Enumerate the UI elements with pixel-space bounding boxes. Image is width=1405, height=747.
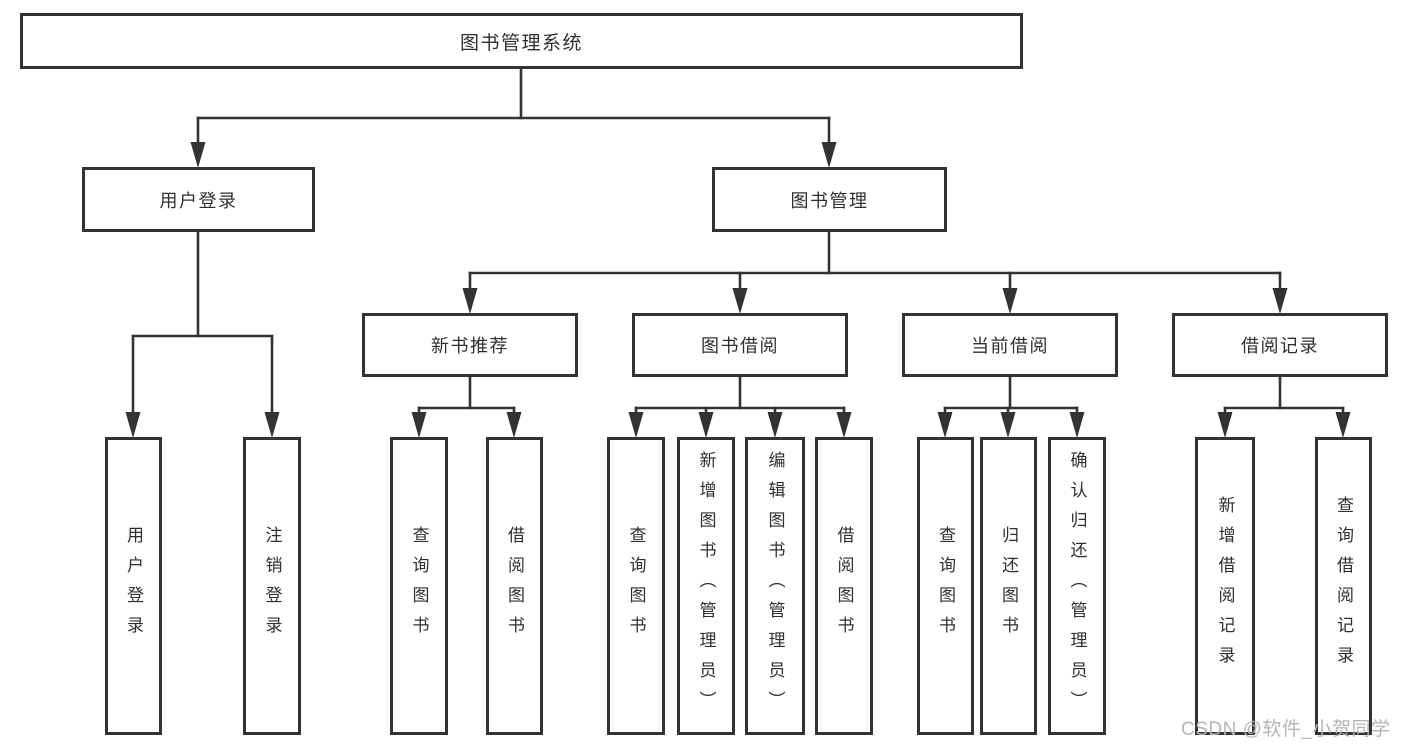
leaf-label: 查询图书 [409, 526, 429, 646]
leaf-label: 查询图书 [626, 526, 646, 646]
leaf-return-books: 归还图书 [980, 437, 1037, 735]
node-borrow-records: 借阅记录 [1172, 313, 1388, 377]
leaf-query-books-newrec: 查询图书 [390, 437, 448, 735]
leaf-confirm-return-admin: 确认归还（管理员） [1048, 437, 1106, 735]
leaf-label: 确认归还（管理员） [1067, 451, 1087, 721]
leaf-label: 注销登录 [262, 526, 282, 646]
node-user-login: 用户登录 [82, 167, 315, 232]
leaf-edit-books-admin: 编辑图书（管理员） [745, 437, 805, 735]
leaf-query-borrow-record: 查询借阅记录 [1315, 437, 1372, 735]
leaf-borrow-books-borrow: 借阅图书 [815, 437, 873, 735]
leaf-label: 新增借阅记录 [1215, 496, 1235, 676]
node-new-book-recommend: 新书推荐 [362, 313, 578, 377]
leaf-label: 编辑图书（管理员） [765, 451, 785, 721]
node-book-borrow: 图书借阅 [632, 313, 848, 377]
watermark-text: CSDN @软件_小贺同学 [1181, 719, 1391, 740]
leaf-label: 查询借阅记录 [1334, 496, 1353, 676]
leaf-label: 借阅图书 [834, 526, 854, 646]
leaf-add-books-admin: 新增图书（管理员） [677, 437, 735, 735]
leaf-add-borrow-record: 新增借阅记录 [1195, 437, 1255, 735]
leaf-label: 归还图书 [999, 526, 1018, 646]
node-current-borrow: 当前借阅 [902, 313, 1118, 377]
leaf-label: 借阅图书 [505, 526, 524, 646]
leaf-label: 新增图书（管理员） [696, 451, 716, 721]
leaf-borrow-books-newrec: 借阅图书 [486, 437, 543, 735]
leaf-user-login: 用户登录 [105, 437, 162, 735]
leaf-label: 查询图书 [936, 526, 955, 646]
leaf-label: 用户登录 [124, 526, 143, 646]
node-book-management: 图书管理 [712, 167, 947, 232]
node-library-management-system: 图书管理系统 [20, 13, 1023, 69]
leaf-logout-login: 注销登录 [243, 437, 301, 735]
leaf-query-books-borrow: 查询图书 [607, 437, 665, 735]
leaf-query-books-current: 查询图书 [917, 437, 974, 735]
